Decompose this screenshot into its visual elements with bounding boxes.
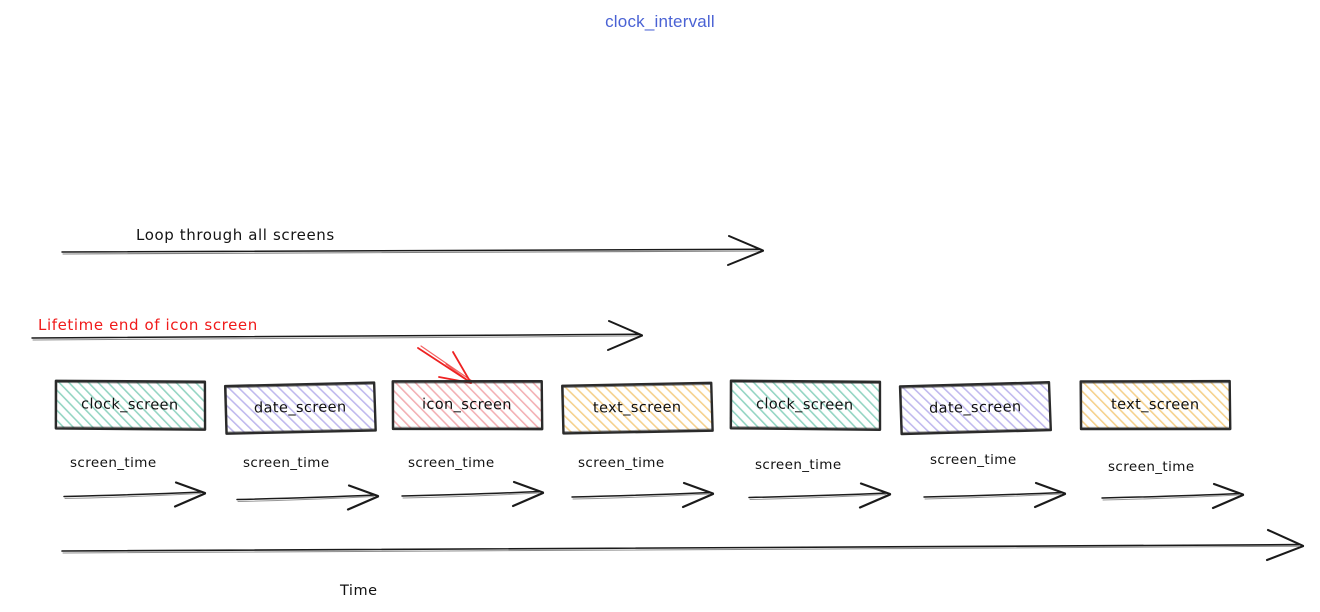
loop-through-all-screens-arrow bbox=[61, 235, 764, 266]
screen-time-arrow bbox=[571, 481, 715, 509]
screen-time-label: screen_time bbox=[1108, 459, 1195, 475]
screen-time-label: screen_time bbox=[578, 455, 665, 471]
screen-box-text-screen[interactable]: text_screen bbox=[561, 381, 714, 435]
screen-time-label: screen_time bbox=[755, 457, 842, 473]
screen-box-outline bbox=[561, 381, 714, 435]
screen-time-label: screen_time bbox=[930, 452, 1017, 468]
screen-time-arrow bbox=[748, 482, 892, 509]
icon-screen-pointer-arrow bbox=[417, 345, 473, 384]
screen-box-outline bbox=[391, 380, 544, 431]
screen-box-outline bbox=[54, 379, 207, 431]
screen-box-label: text_screen bbox=[592, 399, 682, 417]
screen-box-outline bbox=[898, 381, 1052, 436]
screen-time-label: screen_time bbox=[70, 455, 157, 471]
screen-box-clock-screen[interactable]: clock_screen bbox=[54, 379, 207, 431]
screen-time-arrow bbox=[401, 480, 545, 508]
screen-box-clock-screen[interactable]: clock_screen bbox=[729, 379, 882, 431]
screen-box-text-screen[interactable]: text_screen bbox=[1079, 379, 1232, 431]
screen-time-arrow bbox=[923, 481, 1067, 509]
screen-box-date-screen[interactable]: date_screen bbox=[223, 381, 377, 435]
screen-box-icon-screen[interactable]: icon_screen bbox=[391, 380, 544, 431]
time-axis-arrow bbox=[61, 528, 1305, 562]
screen-time-arrow bbox=[63, 481, 207, 508]
lifetime-end-arrow bbox=[31, 320, 643, 351]
screen-time-label: screen_time bbox=[408, 455, 495, 471]
screen-box-outline bbox=[223, 381, 377, 435]
screen-time-label: screen_time bbox=[243, 455, 330, 471]
screen-box-label: icon_screen bbox=[421, 396, 513, 414]
screen-box-label: clock_screen bbox=[756, 396, 854, 414]
screen-box-label: date_screen bbox=[928, 399, 1022, 417]
lifetime-end-of-icon-screen-label: Lifetime end of icon screen bbox=[38, 316, 258, 334]
page-title: clock_intervall bbox=[605, 12, 715, 31]
time-axis-label: Time bbox=[340, 583, 378, 599]
screen-time-arrow bbox=[1101, 482, 1245, 510]
loop-through-all-screens-label: Loop through all screens bbox=[136, 226, 335, 244]
screen-box-outline bbox=[729, 379, 882, 431]
screen-box-label: text_screen bbox=[1110, 396, 1200, 414]
screen-time-arrow bbox=[236, 484, 380, 511]
screen-box-outline bbox=[1079, 379, 1232, 431]
screen-box-date-screen[interactable]: date_screen bbox=[898, 381, 1052, 436]
screen-box-label: date_screen bbox=[253, 399, 347, 417]
screen-box-label: clock_screen bbox=[81, 396, 179, 414]
